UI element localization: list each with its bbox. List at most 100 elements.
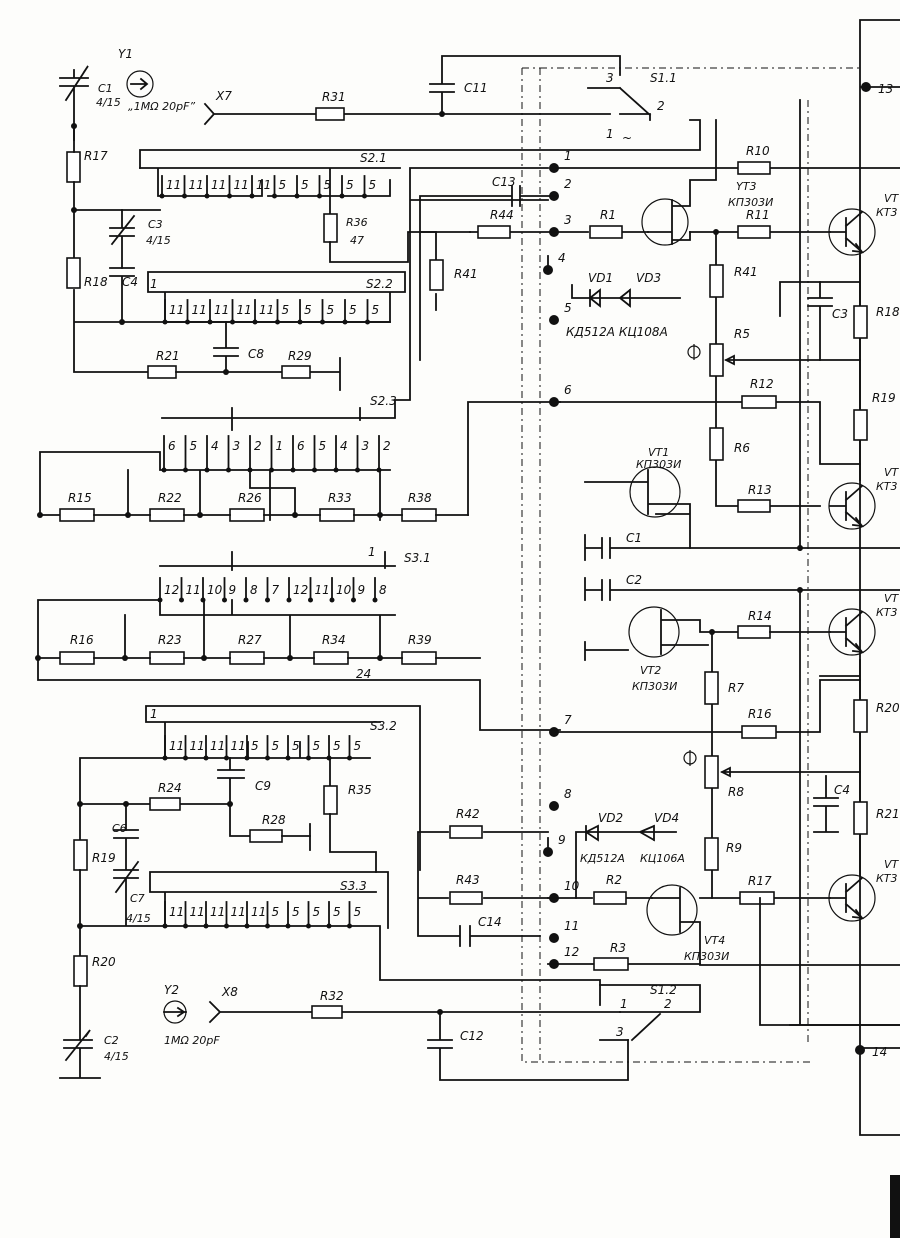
svg-text:R21: R21 [156, 349, 180, 363]
node-1[interactable] [549, 163, 559, 173]
switch-contact-label: 11 [256, 178, 271, 192]
resistor-r27 [229, 651, 265, 665]
edge-bar [890, 1175, 900, 1238]
svg-text:VT2: VT2 [640, 664, 661, 677]
switch-contact-label: 5 [324, 178, 332, 192]
bjt-transistor [828, 482, 876, 530]
bjt-transistor [828, 208, 876, 256]
node-label: 9 [558, 833, 566, 847]
switch-contact-label: 11 [169, 303, 184, 317]
svg-text:1: 1 [150, 707, 158, 721]
svg-text:VD4: VD4 [654, 811, 679, 825]
c3-trimmer [109, 209, 136, 269]
node-5[interactable] [549, 315, 559, 325]
resistor-r12 [741, 395, 777, 409]
resistor-r36 [323, 213, 338, 243]
svg-text:R41: R41 [734, 265, 758, 279]
switch-contact-label: 11 [189, 178, 204, 192]
switch-contact-label: 5 [354, 739, 362, 753]
node-11[interactable] [549, 933, 559, 943]
svg-text:R9: R9 [726, 841, 742, 855]
svg-text:R21: R21 [876, 807, 900, 821]
potentiometer-r5[interactable] [709, 343, 724, 377]
s11-label: S1.1 [650, 71, 677, 85]
switch-contact-label: 5 [304, 303, 312, 317]
resistor-r16 [59, 651, 95, 665]
switch-contact-label: 4 [211, 439, 219, 453]
c4-cap [109, 267, 135, 323]
bjt-type: КТ3 [876, 872, 898, 885]
resistor-r26 [229, 508, 265, 522]
switch-contact-label: 10 [336, 583, 352, 597]
svg-text:КП303И: КП303И [728, 196, 773, 209]
resistor-r19b-right [853, 409, 868, 441]
switch-contact-label: 8 [379, 583, 387, 597]
resistor-r38 [401, 508, 437, 522]
svg-text:1MΩ 20pF: 1MΩ 20pF [164, 1034, 220, 1047]
resistor-r2 [593, 891, 627, 905]
svg-text:C3: C3 [832, 307, 848, 321]
svg-text:C12: C12 [460, 1029, 484, 1043]
svg-text:R23: R23 [158, 633, 182, 647]
svg-text:R10: R10 [746, 144, 770, 158]
svg-text:S2.3: S2.3 [370, 394, 397, 408]
svg-text:КП303И: КП303И [636, 458, 681, 471]
resistor-r9 [704, 837, 719, 871]
switch-contact-label: 5 [282, 303, 290, 317]
node-label: 3 [564, 213, 572, 227]
switch-contact-label: 5 [327, 303, 335, 317]
svg-text:R11: R11 [746, 208, 770, 222]
switch-s1-1[interactable]: 3 2 1 ~ S1.1 [139, 71, 701, 169]
bjt-label: VT [884, 466, 900, 479]
svg-text:R1: R1 [600, 208, 616, 222]
svg-text:X8: X8 [221, 985, 238, 999]
c2-trimmer [59, 985, 101, 1079]
switch-contact-label: 12 [164, 583, 179, 597]
svg-text:КД512А КЦ108А: КД512А КЦ108А [566, 325, 668, 339]
switch-contact-label: 5 [354, 905, 362, 919]
resistor-r18 [66, 257, 81, 289]
node-8[interactable] [549, 801, 559, 811]
svg-text:47: 47 [350, 234, 364, 247]
node-7[interactable] [549, 727, 559, 737]
terminal-13-dot [861, 82, 871, 92]
resistor-r42 [449, 825, 483, 839]
svg-text:C2: C2 [626, 573, 642, 587]
svg-text:R16: R16 [748, 707, 772, 721]
node-label: 10 [564, 879, 580, 893]
resistor-r15 [59, 508, 95, 522]
svg-text:R18: R18 [84, 275, 108, 289]
potentiometer-r8[interactable] [704, 755, 719, 789]
svg-text:S3.3: S3.3 [340, 879, 367, 893]
node-6[interactable] [549, 397, 559, 407]
svg-text:S2.2: S2.2 [366, 277, 393, 291]
svg-text:4/15: 4/15 [96, 96, 121, 109]
switch-contact-label: 11 [211, 178, 226, 192]
svg-text:R36: R36 [346, 216, 368, 229]
node-label: 6 [564, 383, 572, 397]
node-label: 5 [564, 301, 572, 315]
resistor-r10 [737, 161, 771, 175]
svg-text:R7: R7 [728, 681, 744, 695]
resistor-r20 [73, 955, 88, 987]
svg-text:4/15: 4/15 [146, 234, 171, 247]
switch-contact-label: 5 [333, 905, 341, 919]
switch-contact-label: 11 [231, 905, 246, 919]
resistor-r43 [449, 891, 483, 905]
svg-text:C4: C4 [122, 275, 138, 289]
switch-contact-label: 1 [276, 439, 284, 453]
switch-contact-label: 9 [358, 583, 366, 597]
switch-contact-label: 11 [210, 905, 225, 919]
c11-label: C11 [464, 81, 488, 95]
svg-text:R2: R2 [606, 873, 622, 887]
resistor-r17 [66, 151, 81, 183]
x7-wire [203, 102, 611, 126]
switch-s1-2[interactable]: 1 2 3 S1.2 [599, 983, 701, 1042]
